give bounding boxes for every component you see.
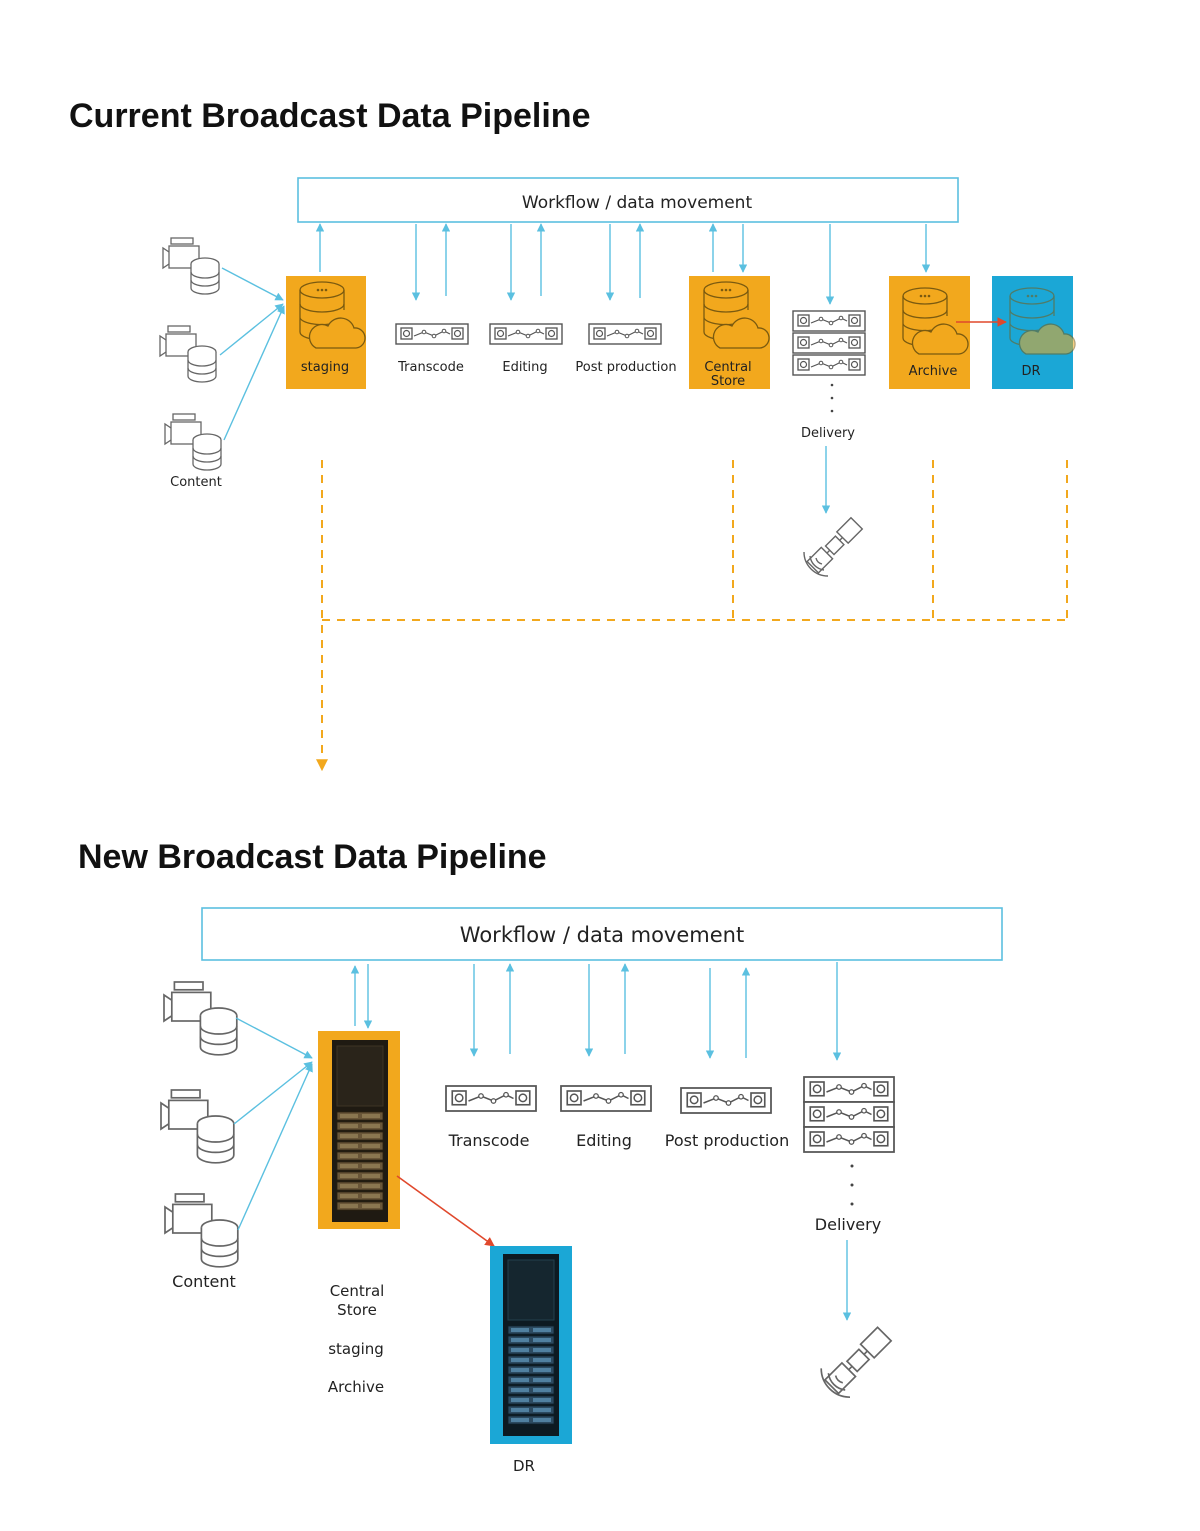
- new-staging-label: staging: [328, 1340, 384, 1358]
- camera-database-icon: [162, 237, 220, 295]
- camera-database-icon: [164, 413, 222, 471]
- current-dr-label: DR: [1021, 364, 1040, 379]
- current-editing-label: Editing: [502, 360, 547, 375]
- delivery-server-icon: [792, 354, 866, 376]
- new-content-sources: [160, 981, 239, 1268]
- transcode-node-icon: [395, 323, 469, 345]
- new-workflow-bar: [201, 907, 1003, 961]
- new-transcode-label: Transcode: [448, 1131, 530, 1150]
- delivery-server-icon: [803, 1101, 895, 1128]
- new-title: New Broadcast Data Pipeline: [78, 838, 547, 876]
- new-central-store-label-2: Store: [337, 1301, 377, 1319]
- current-staging-label: staging: [301, 360, 349, 375]
- post-production-node-icon: [680, 1087, 772, 1114]
- current-central-store-label-1: Central: [704, 360, 751, 375]
- current-delivery-label: Delivery: [801, 426, 855, 441]
- transcode-node-icon: [445, 1085, 537, 1112]
- delivery-server-icon: [792, 332, 866, 354]
- new-archive-label: Archive: [328, 1378, 384, 1396]
- new-workflow-label: Workflow / data movement: [460, 923, 744, 947]
- current-workflow-label: Workflow / data movement: [522, 193, 753, 213]
- new-central-store-label-1: Central: [330, 1282, 385, 1300]
- delivery-server-icon: [803, 1126, 895, 1153]
- current-workflow-bar: [297, 177, 959, 223]
- current-title: Current Broadcast Data Pipeline: [69, 97, 590, 135]
- post-production-node-icon: [588, 323, 662, 345]
- new-dr-label: DR: [513, 1457, 535, 1475]
- new-editing-label: Editing: [576, 1131, 632, 1150]
- current-transcode-label: Transcode: [397, 360, 464, 375]
- new-postprod-label: Post production: [665, 1131, 789, 1150]
- delivery-server-icon: [803, 1076, 895, 1103]
- current-archive-label: Archive: [909, 364, 958, 379]
- new-content-label: Content: [172, 1272, 236, 1291]
- current-central-store-label-2: Store: [711, 374, 745, 389]
- editing-node-icon: [560, 1085, 652, 1112]
- new-delivery-label: Delivery: [815, 1215, 881, 1234]
- current-postprod-label: Post production: [575, 360, 676, 375]
- editing-node-icon: [489, 323, 563, 345]
- legacy-copy-flows: [316, 460, 1068, 772]
- current-content-label: Content: [170, 475, 222, 490]
- satellite-icon: [820, 1326, 892, 1399]
- satellite-icon: [803, 517, 863, 577]
- camera-database-icon: [159, 325, 217, 383]
- delivery-server-icon: [792, 310, 866, 332]
- replication-arrow: [396, 1175, 495, 1247]
